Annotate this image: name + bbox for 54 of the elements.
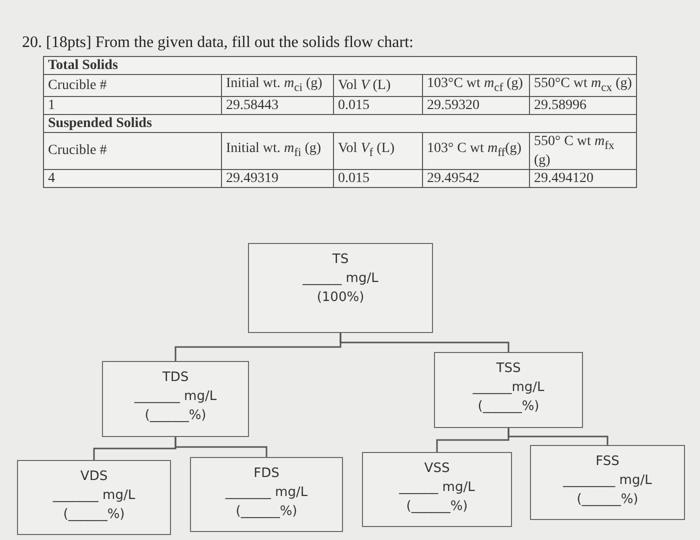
flow-box [248, 243, 433, 333]
box-text: (100%) [316, 289, 364, 307]
box-text: _______ mg/L [225, 484, 308, 502]
table-cell: 1 [44, 96, 222, 114]
flow-box [102, 361, 249, 437]
table-cell: 103°C wt m$_{cf}$ (g) [422, 74, 530, 96]
box-text: TDS [162, 369, 189, 387]
box-text: TSS [496, 360, 521, 378]
table-cell: 29.58996 [530, 96, 636, 114]
box-text: ________ mg/L [563, 472, 652, 490]
box-text: _______ mg/L [52, 487, 136, 505]
box-text: (______%) [478, 398, 540, 416]
table-cell: 103° C wt m$_{ff}$(g) [422, 132, 530, 170]
section-header: Total Solids [44, 56, 636, 74]
connector-line [340, 333, 510, 352]
box-text: (______%) [236, 503, 298, 521]
box-text: TS [332, 251, 349, 269]
table-cell: 550° C wt m$_{fx}$ (g) [530, 132, 636, 170]
flow-box [17, 460, 171, 535]
table-cell: Initial wt. m$_{fi}$ (g) [222, 132, 334, 170]
connector-line [174, 437, 268, 457]
table-cell: Crucible # [44, 74, 222, 96]
table-cell: 29.58443 [222, 96, 334, 114]
connector-line [508, 428, 608, 445]
box-text: ______ mg/L [302, 270, 378, 288]
table-cell: Vol V (L) [334, 74, 422, 96]
table-cell: Initial wt. m$_{ci}$ (g) [222, 74, 334, 96]
table-cell: 29.49319 [222, 169, 334, 188]
table-cell: Crucible # [44, 132, 222, 170]
question-text: 20. [18pts] From the given data, fill out the solids flow chart: [22, 34, 414, 52]
box-text: (______%) [63, 506, 125, 524]
box-text: ______mg/L [472, 379, 544, 397]
box-text: (______%) [576, 491, 638, 509]
box-text: _______ mg/L [134, 388, 217, 406]
table-cell: 0.015 [334, 169, 422, 188]
box-text: ______ mg/L [399, 479, 475, 497]
box-text: (______%) [144, 407, 206, 425]
table-cell: 4 [44, 169, 222, 188]
box-text: FSS [596, 453, 620, 471]
table-cell: 29.59320 [422, 96, 530, 114]
table-cell: Vol V$_{f}$ (L) [334, 132, 422, 170]
flow-box [190, 457, 343, 532]
flow-box [530, 445, 685, 520]
section-header: Suspended Solids [44, 114, 636, 132]
box-text: VDS [80, 468, 108, 486]
box-text: VSS [424, 460, 450, 478]
table-cell: 0.015 [334, 96, 422, 114]
box-text: FDS [254, 465, 280, 483]
table-cell: 29.49542 [422, 169, 530, 188]
flow-box [434, 352, 583, 428]
table-cell: 550°C wt m$_{cx}$ (g) [530, 74, 636, 96]
flow-box [362, 452, 512, 527]
table-cell: 29.494120 [530, 169, 636, 188]
box-text: (______%) [406, 498, 468, 516]
